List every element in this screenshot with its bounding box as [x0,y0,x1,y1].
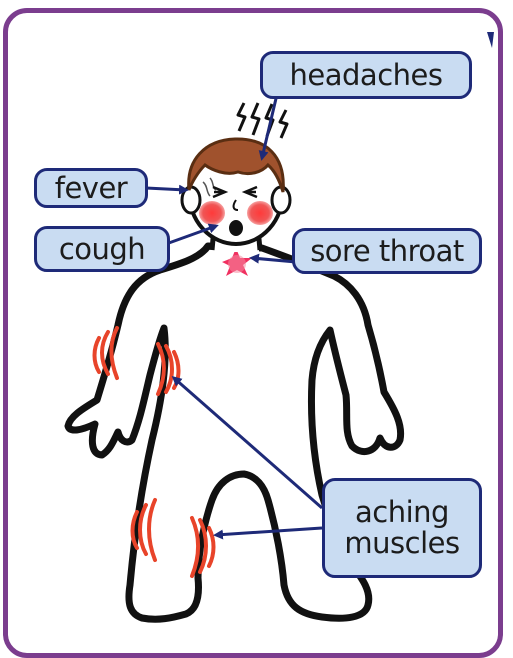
label-aching-line1: aching [355,497,449,528]
headache-bolts [238,103,287,138]
label-fever: fever [34,168,148,208]
right-cheek [247,201,273,225]
arrow-headaches [262,90,278,158]
label-cough: cough [34,226,170,272]
label-aching-line2: muscles [344,528,459,559]
label-sore-throat: sore throat [292,228,482,274]
arrow-fever [146,188,186,190]
left-cheek [199,201,225,225]
label-aching-muscles: aching muscles [322,478,482,578]
mouth [229,220,243,236]
label-headaches: headaches [260,51,472,99]
corner-mark [487,32,494,48]
